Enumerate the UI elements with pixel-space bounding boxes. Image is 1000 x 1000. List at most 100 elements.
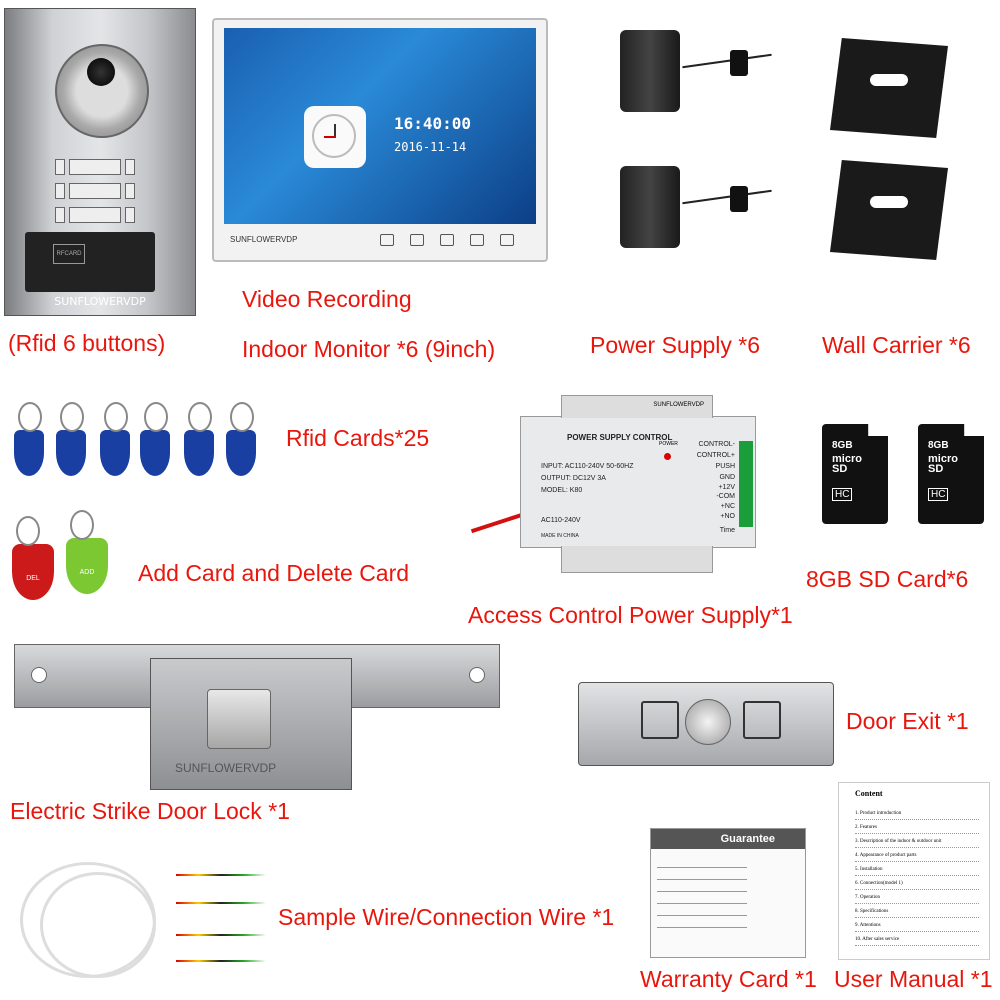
warranty-title: Guarantee <box>651 829 805 849</box>
label-indoor-monitor: Indoor Monitor *6 (9inch) <box>242 336 496 362</box>
add-card-text: ADD <box>79 569 95 576</box>
rfid-reader: RFCARD <box>25 232 155 292</box>
sd-size: 8GB <box>832 440 853 451</box>
power-adapter-image <box>620 166 772 248</box>
manual-line: 10. After sales service <box>855 937 979 946</box>
screw-hole <box>469 667 485 683</box>
monitor-date: 2016-11-14 <box>394 140 467 154</box>
label-power-supply: Power Supply *6 <box>590 332 761 358</box>
call-button-row <box>55 183 147 199</box>
psu-terminal-label: CONTROL- <box>698 441 735 448</box>
manual-line: 1. Product introduction <box>855 811 979 820</box>
call-button-row <box>55 159 147 175</box>
label-video-recording: Video Recording <box>242 286 412 312</box>
psu-power-label: POWER <box>659 441 678 447</box>
monitor-brand: SUNFLOWERVDP <box>230 235 298 244</box>
psu-terminal-label: -COM <box>716 493 735 500</box>
psu-terminal-label: +12V <box>718 484 735 491</box>
rfid-tag-image <box>100 402 130 476</box>
outdoor-panel-image: RFCARD SUNFLOWERVDP <box>4 8 196 316</box>
warranty-row <box>657 871 747 880</box>
psu-power-led <box>664 453 671 460</box>
delete-card-tag-image: DEL <box>12 516 54 600</box>
monitor-button-icon <box>380 234 394 246</box>
label-access-control: Access Control Power Supply*1 <box>468 602 793 628</box>
rfid-card-label: RFCARD <box>53 244 85 264</box>
psu-terminal-label: PUSH <box>715 463 735 470</box>
manual-line: 5. Installation <box>855 867 979 876</box>
delete-card-text: DEL <box>26 575 40 582</box>
psu-title: POWER SUPPLY CONTROL <box>567 433 673 442</box>
connection-wire-image <box>176 874 266 876</box>
manual-line: 7. Operation <box>855 895 979 904</box>
warranty-row <box>657 859 747 868</box>
warranty-row <box>657 895 747 904</box>
label-strike-lock: Electric Strike Door Lock *1 <box>10 798 290 824</box>
psu-mount-plate: SUNFLOWERVDP <box>561 395 713 418</box>
psu-brand: SUNFLOWERVDP <box>653 402 704 408</box>
rfid-tag-image <box>14 402 44 476</box>
label-rfid-cards: Rfid Cards*25 <box>286 425 430 451</box>
screw-hole <box>31 667 47 683</box>
warranty-row <box>657 907 747 916</box>
psu-made: MADE IN CHINA <box>541 533 579 539</box>
hand-icon <box>743 701 781 739</box>
psu-terminal-label: +NC <box>720 503 735 510</box>
psu-ac: AC110-240V <box>541 517 581 524</box>
psu-model: MODEL: K80 <box>541 487 583 494</box>
psu-time-label: Time <box>719 527 735 534</box>
monitor-screen: 16:40:00 2016-11-14 <box>224 28 536 224</box>
monitor-button-icon <box>470 234 484 246</box>
warranty-row <box>657 883 747 892</box>
strike-lock-body: SUNFLOWERVDP <box>150 658 352 790</box>
psu-mount-plate <box>561 546 713 573</box>
manual-line: 2. Features <box>855 825 979 834</box>
monitor-button-icon <box>500 234 514 246</box>
wall-carrier-image <box>830 160 948 260</box>
sd-hc-logo: HC <box>832 488 853 501</box>
indoor-monitor-image: 16:40:00 2016-11-14 SUNFLOWERVDP <box>212 18 548 262</box>
manual-line: 6. Connection(model 1) <box>855 881 979 890</box>
call-button-row <box>55 207 147 223</box>
exit-push-button <box>685 699 731 745</box>
connection-wire-image <box>176 934 266 936</box>
rfid-tag-image <box>226 402 256 476</box>
rfid-tag-image <box>184 402 214 476</box>
add-card-tag-image: ADD <box>66 510 108 594</box>
sd-size: 8GB <box>928 440 949 451</box>
label-rfid-buttons: (Rfid 6 buttons) <box>8 330 166 356</box>
camera-lens <box>87 58 115 86</box>
monitor-time: 16:40:00 <box>394 114 472 133</box>
access-control-psu-image: SUNFLOWERVDP POWER SUPPLY CONTROL POWER … <box>520 395 756 573</box>
camera-speaker-grille <box>55 44 149 138</box>
strike-latch <box>207 689 271 749</box>
connection-wire-image <box>176 902 266 904</box>
psu-terminal-block <box>739 441 753 527</box>
manual-title: Content <box>855 789 883 798</box>
psu-input: INPUT: AC110-240V 50-60HZ <box>541 463 634 470</box>
label-door-exit: Door Exit *1 <box>846 708 969 734</box>
wall-carrier-image <box>830 38 948 138</box>
wire-coil-image <box>40 872 156 978</box>
monitor-button-icon <box>440 234 454 246</box>
label-sd-card: 8GB SD Card*6 <box>806 566 969 592</box>
strike-brand: SUNFLOWERVDP <box>175 761 277 775</box>
label-add-delete-card: Add Card and Delete Card <box>138 560 410 586</box>
warranty-row <box>657 919 747 928</box>
rfid-tag-image <box>56 402 86 476</box>
label-warranty-card: Warranty Card *1 <box>640 966 817 992</box>
label-user-manual: User Manual *1 <box>834 966 993 992</box>
manual-line: 8. Specifications <box>855 909 979 918</box>
rfid-tag-image <box>140 402 170 476</box>
connection-wire-image <box>176 960 266 962</box>
clock-icon <box>304 106 366 168</box>
exit-door-icon <box>641 701 679 739</box>
sd-hc-logo: HC <box>928 488 949 501</box>
manual-line: 3. Description of the indoor & outdoor u… <box>855 839 979 848</box>
psu-terminal-label: GND <box>719 474 735 481</box>
manual-line: 9. Attentions <box>855 923 979 932</box>
